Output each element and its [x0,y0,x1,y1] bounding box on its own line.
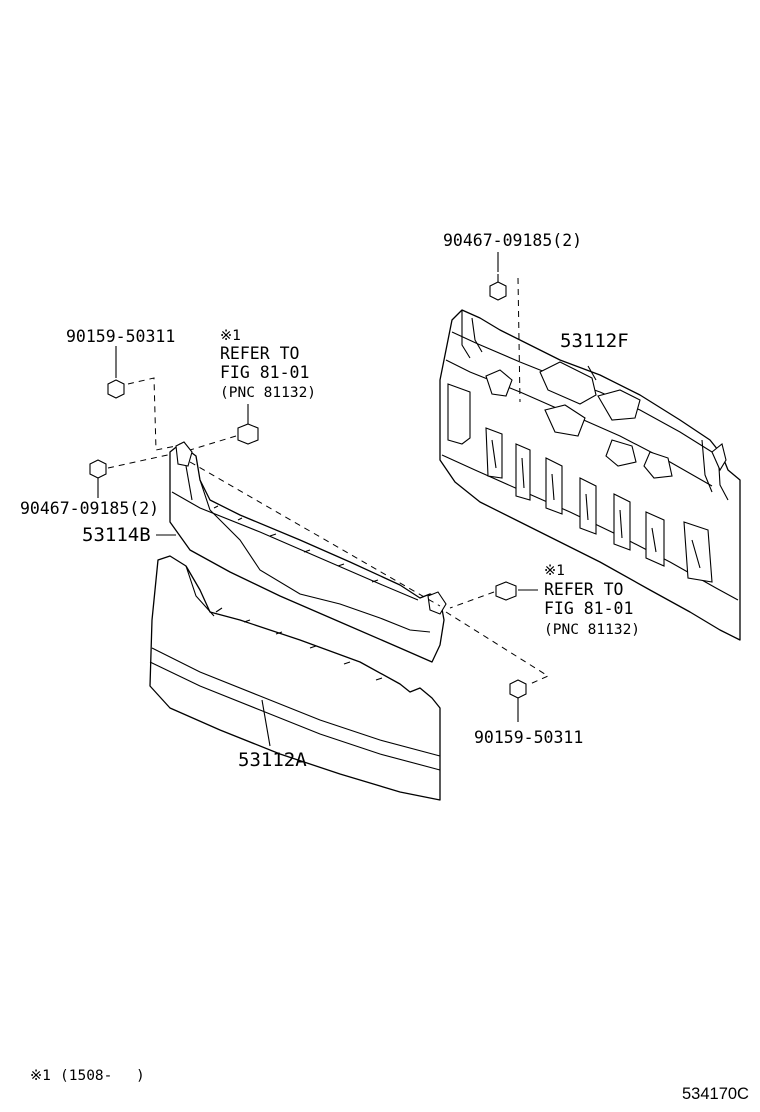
label-bolt-right-bottom: 90159-50311 [474,728,583,747]
label-note-right-refer: REFER TO [544,580,623,599]
label-note-left-mark: ※1 [220,328,241,344]
label-bolt-left-top: 90159-50311 [66,327,175,346]
label-53114b: 53114B [82,524,151,546]
reinforcement-53114b[interactable] [169,441,447,663]
garnish-53112a[interactable] [149,555,441,801]
label-53112a: 53112A [238,749,307,771]
label-53112f: 53112F [560,330,629,352]
label-note-right-fig: FIG 81-01 [544,599,633,618]
label-bolt-top: 90467-09185(2) [443,231,582,250]
label-note-left-fig: FIG 81-01 [220,363,309,382]
diagram-code: 534170C [682,1085,749,1103]
label-note-right-pnc: (PNC 81132) [544,622,640,638]
label-bolt-left-mid: 90467-09185(2) [20,499,159,518]
label-note-right-mark: ※1 [544,563,565,579]
bolt-icon[interactable] [489,274,507,301]
footer-note-close: ) [136,1068,145,1084]
clip-icon[interactable] [495,581,517,601]
footer-note-mark: ※1 [30,1068,51,1084]
bolt-icon[interactable] [89,459,107,479]
label-note-left-pnc: (PNC 81132) [220,385,316,401]
bolt-icon[interactable] [509,679,527,699]
footer-note-range: (1508- [60,1068,112,1084]
label-note-left-refer: REFER TO [220,344,299,363]
bolt-icon[interactable] [107,379,125,399]
clip-icon[interactable] [237,423,259,445]
upper-panel-53112f[interactable] [439,309,741,641]
